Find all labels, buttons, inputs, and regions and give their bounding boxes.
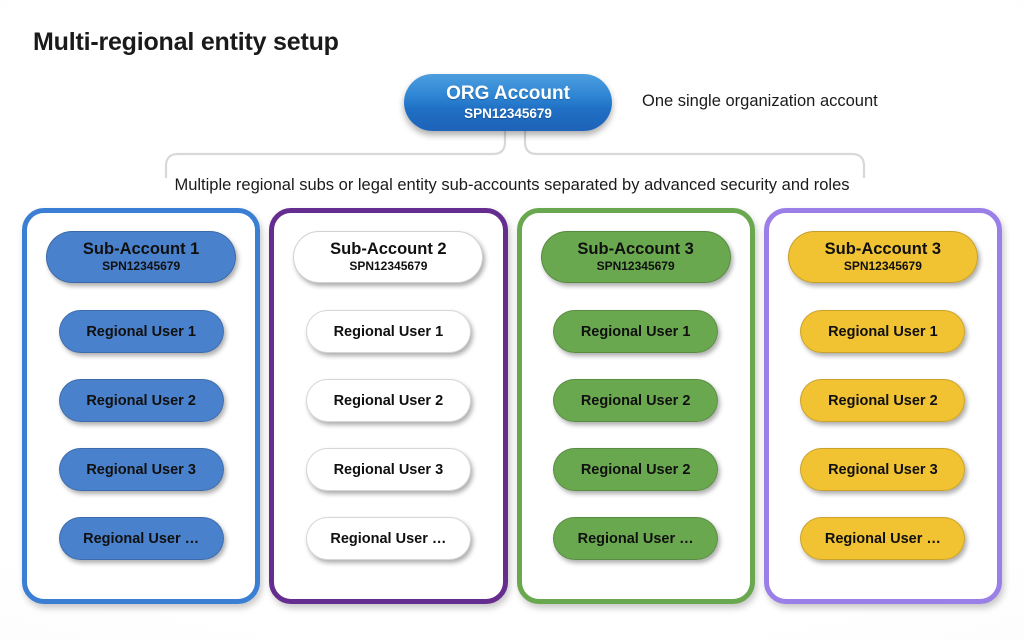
sub-account-spn: SPN12345679	[349, 259, 428, 274]
regional-user-item[interactable]: Regional User 3	[305, 448, 471, 491]
regional-user-item[interactable]: Regional User 3	[58, 448, 224, 491]
sub-account-name: Sub-Account 1	[82, 239, 200, 258]
sub-account-header[interactable]: Sub-Account 2 SPN12345679	[293, 231, 484, 283]
regional-user-item[interactable]: Regional User 1	[800, 310, 966, 353]
regional-user-item[interactable]: Regional User …	[800, 517, 966, 560]
page-title: Multi-regional entity setup	[33, 28, 339, 56]
sub-account-header[interactable]: Sub-Account 3 SPN12345679	[540, 231, 731, 283]
sub-account-spn: SPN12345679	[843, 259, 922, 274]
regional-user-item[interactable]: Regional User …	[553, 517, 719, 560]
regional-user-item[interactable]: Regional User 1	[58, 310, 224, 353]
regional-user-item[interactable]: Regional User 2	[553, 379, 719, 422]
regional-user-item[interactable]: Regional User 2	[800, 379, 966, 422]
regional-user-item[interactable]: Regional User …	[58, 517, 224, 560]
sub-account-column[interactable]: Sub-Account 1 SPN12345679 Regional User …	[22, 208, 261, 604]
sub-account-header[interactable]: Sub-Account 3 SPN12345679	[787, 231, 978, 283]
org-account-note: One single organization account	[642, 92, 878, 110]
org-account-name: ORG Account	[446, 83, 570, 105]
sub-account-name: Sub-Account 3	[824, 239, 942, 258]
sub-account-spn: SPN12345679	[102, 259, 181, 274]
brace-caption: Multiple regional subs or legal entity s…	[174, 176, 850, 194]
sub-account-name: Sub-Account 3	[577, 239, 694, 258]
regional-user-item[interactable]: Regional User 1	[553, 310, 719, 353]
regional-user-item[interactable]: Regional User 3	[800, 448, 966, 491]
sub-account-spn: SPN12345679	[596, 259, 675, 274]
org-account-node[interactable]: ORG Account SPN12345679	[404, 74, 612, 131]
regional-user-item[interactable]: Regional User 1	[305, 310, 471, 353]
regional-user-item[interactable]: Regional User 2	[553, 448, 719, 491]
brace-connector-icon	[164, 126, 866, 178]
regional-user-item[interactable]: Regional User …	[305, 517, 471, 560]
sub-account-header[interactable]: Sub-Account 1 SPN12345679	[46, 231, 237, 283]
sub-account-columns: Sub-Account 1 SPN12345679 Regional User …	[22, 208, 1002, 604]
regional-user-item[interactable]: Regional User 2	[305, 379, 471, 422]
sub-account-column[interactable]: Sub-Account 3 SPN12345679 Regional User …	[763, 208, 1002, 604]
regional-user-item[interactable]: Regional User 2	[58, 379, 224, 422]
sub-account-column[interactable]: Sub-Account 2 SPN12345679 Regional User …	[269, 208, 508, 604]
sub-account-name: Sub-Account 2	[330, 239, 447, 258]
sub-account-column[interactable]: Sub-Account 3 SPN12345679 Regional User …	[516, 208, 755, 604]
org-account-spn: SPN12345679	[464, 105, 552, 121]
